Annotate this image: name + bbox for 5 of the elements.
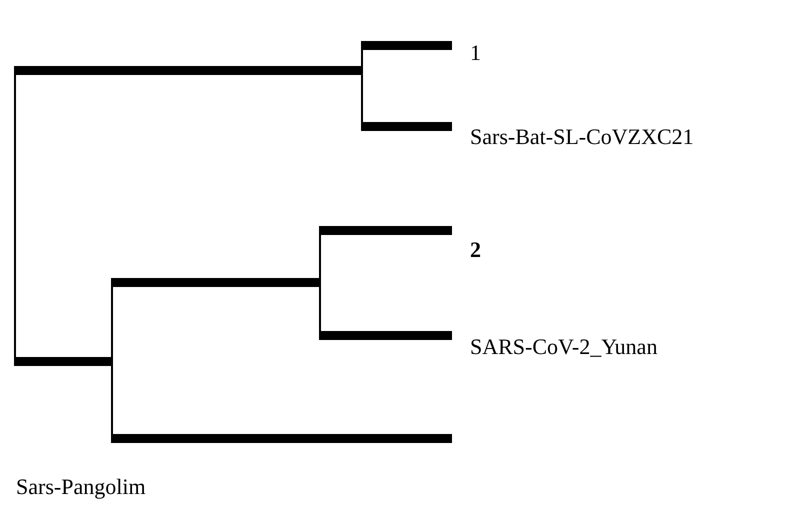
- taxon-label: Sars-Bat-SL-CoVZXC21: [470, 124, 694, 150]
- taxon-label: 1: [470, 40, 481, 66]
- taxon-label: Sars-Pangolim: [16, 474, 146, 500]
- taxon-label: 2: [470, 237, 481, 263]
- taxon-label: SARS-CoV-2_Yunan: [470, 334, 658, 360]
